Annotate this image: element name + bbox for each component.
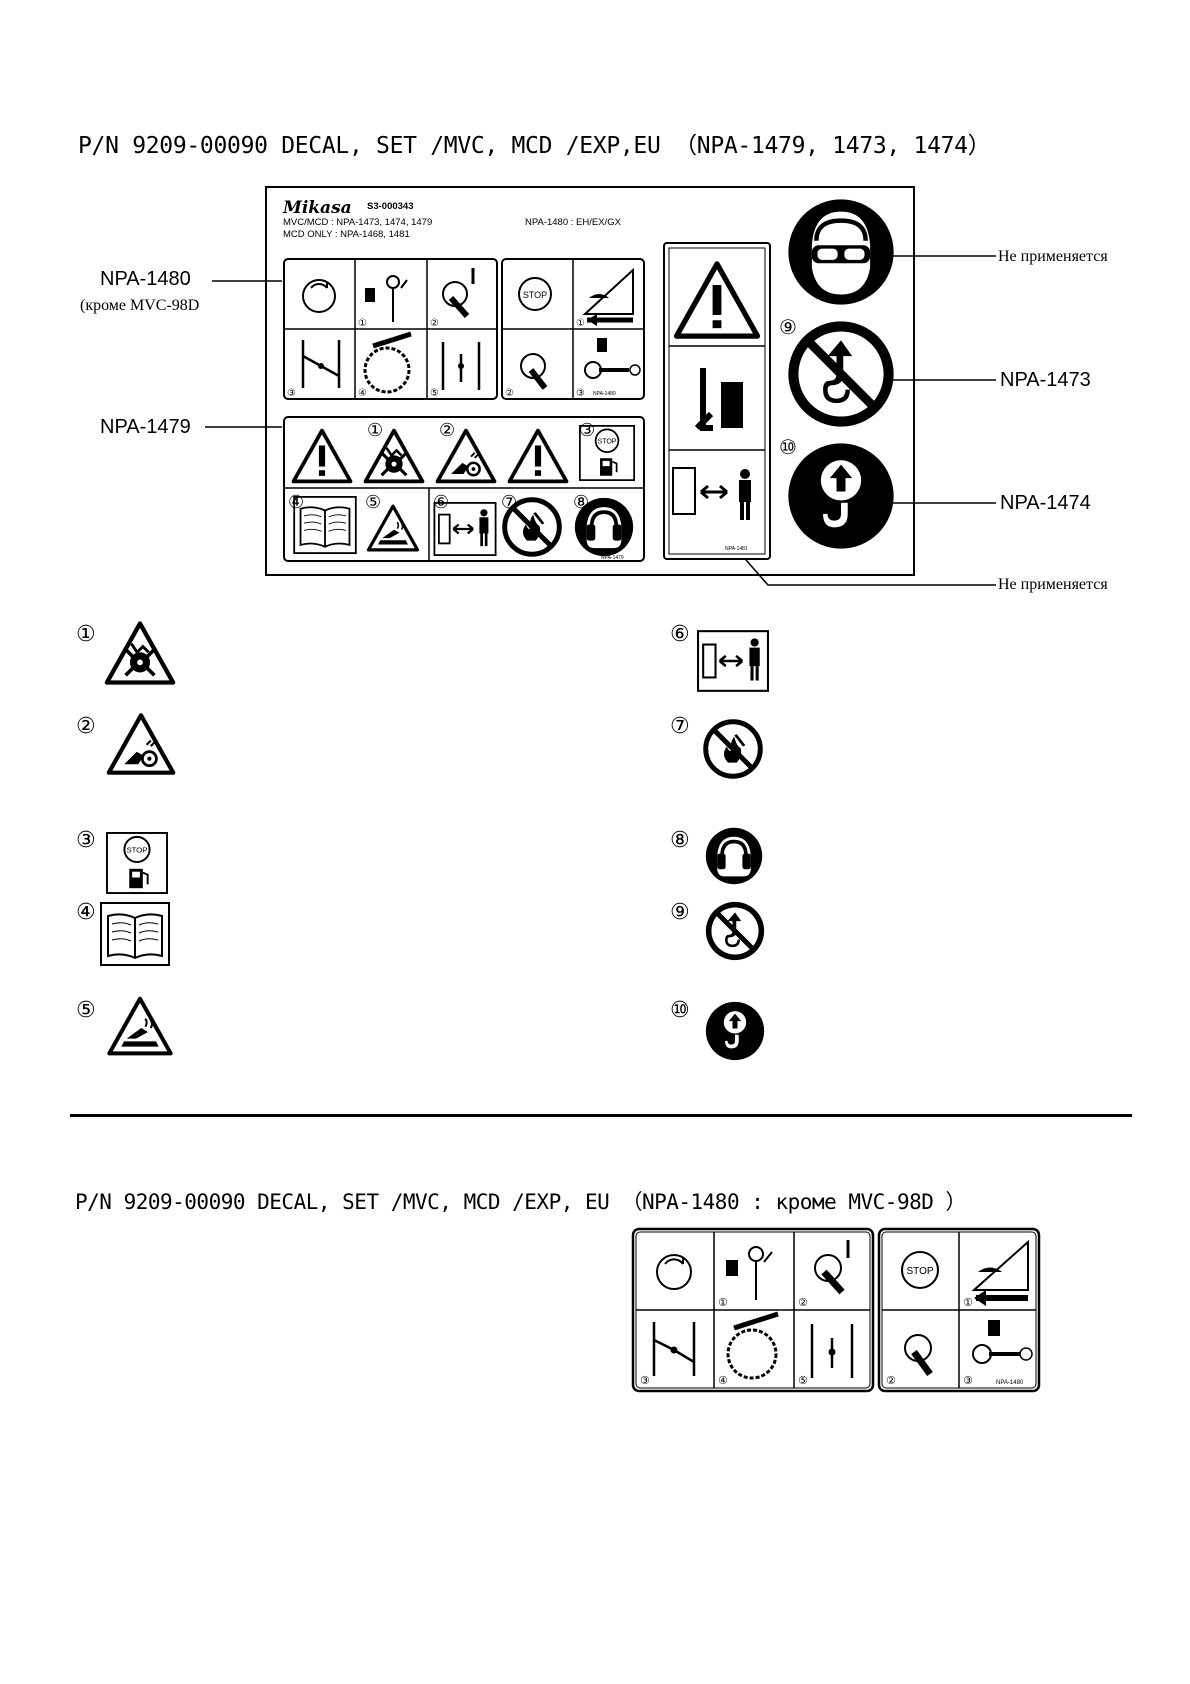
legend-ear-icon [704, 826, 764, 886]
legend-num-8: ⑧ [670, 828, 690, 853]
legend-nofire-icon [702, 718, 764, 780]
w-n1: ① [367, 420, 383, 441]
w-n4: ④ [288, 492, 304, 513]
small-n3b: ③ [576, 388, 585, 399]
sheet-n10: ⑩ [779, 435, 797, 459]
mikasa-logo: Mikasa [283, 198, 352, 218]
large-n2b: ② [886, 1374, 896, 1387]
large-n4: ④ [718, 1374, 728, 1387]
section2-title: P/N 9209-00090 DECAL, SET /MVC, MCD /EXP… [75, 1190, 967, 1214]
npa1480-panel-small: STOP ① ② ③ ④ ⑤ ① ② ③ NPA-1480 [283, 258, 645, 400]
legend-hookup-icon [704, 1000, 766, 1062]
sheet-code: S3-000343 [367, 201, 414, 212]
npa1479-panel: ① ② ③ ④ ⑤ ⑥ ⑦ ⑧ NPA-1479 [283, 416, 645, 562]
callout-npa1473: NPA-1473 [1000, 369, 1091, 391]
small-n3: ③ [287, 388, 296, 399]
legend-num-6: ⑥ [670, 622, 690, 647]
section1-title: P/N 9209-00090 DECAL, SET /MVC, MCD /EXP… [78, 133, 991, 159]
small-n2: ② [430, 318, 439, 329]
npa1481-panel: NPA-1481 [663, 242, 771, 560]
legend-nohook-icon [704, 900, 766, 962]
callout-npa1474: NPA-1474 [1000, 492, 1091, 514]
legend-num-2: ② [76, 714, 96, 739]
large-n1: ① [718, 1296, 728, 1309]
small-panel-code: NPA-1480 [593, 391, 616, 397]
small-n2b: ② [505, 388, 514, 399]
stop-label-small: STOP [523, 290, 547, 300]
large-panel-code: NPA-1480 [996, 1380, 1024, 1386]
large-n3b: ③ [963, 1374, 973, 1387]
legend-num-9: ⑨ [670, 900, 690, 925]
w-code: NPA-1479 [601, 555, 624, 561]
sheet-line3: NPA-1480 : EH/EX/GX [525, 217, 621, 228]
large-n3: ③ [640, 1374, 650, 1387]
legend-num-5: ⑤ [76, 998, 96, 1023]
callout-npa1479: NPA-1479 [100, 416, 191, 438]
w-n2: ② [439, 420, 455, 441]
decal-sheet: Mikasa S3-000343 MVC/MCD : NPA-1473, 147… [265, 186, 915, 576]
legend-num-1: ① [76, 622, 96, 647]
legend-num-4: ④ [76, 900, 96, 925]
large-n1b: ① [963, 1296, 973, 1309]
small-n1b: ① [576, 318, 585, 329]
legend-book-icon [100, 902, 170, 966]
small-n4: ④ [358, 388, 367, 399]
stop-label-large: STOP [906, 1266, 933, 1277]
legend-num-3: ③ [76, 828, 96, 853]
sheet-line1: MVC/MCD : NPA-1473, 1474, 1479 [283, 217, 433, 228]
small-n1: ① [358, 318, 367, 329]
callout-npa1480-note: (кроме MVC-98D [80, 297, 200, 314]
callout-not-applicable-2: Не применяется [998, 576, 1108, 593]
section-divider [70, 1114, 1132, 1117]
w-n8: ⑧ [573, 492, 589, 513]
npa1480-panel-large: STOP ① ② ③ ④ ⑤ ① ② ③ NPA-1480 [631, 1227, 1041, 1393]
legend-fan-icon [104, 620, 176, 686]
legend-stopfuel-icon [102, 832, 172, 894]
callout-not-applicable-1: Не применяется [998, 248, 1108, 265]
w-n3: ③ [579, 420, 595, 441]
small-n5: ⑤ [430, 388, 439, 399]
legend-distance-icon [697, 630, 769, 692]
w-n7: ⑦ [501, 492, 517, 513]
large-n2: ② [798, 1296, 808, 1309]
large-n5: ⑤ [798, 1374, 808, 1387]
sheet-line2: MCD ONLY : NPA-1468, 1481 [283, 229, 410, 240]
legend-num-10: ⑩ [670, 998, 690, 1023]
side-code: NPA-1481 [725, 546, 748, 552]
sheet-n9: ⑨ [779, 315, 797, 339]
legend-num-7: ⑦ [670, 714, 690, 739]
legend-burn-icon [104, 996, 176, 1056]
w-n6: ⑥ [433, 492, 449, 513]
legend-hand-icon [106, 712, 176, 776]
callout-lines [205, 255, 996, 586]
callout-npa1480: NPA-1480 [100, 268, 191, 290]
w-n5: ⑤ [365, 492, 381, 513]
